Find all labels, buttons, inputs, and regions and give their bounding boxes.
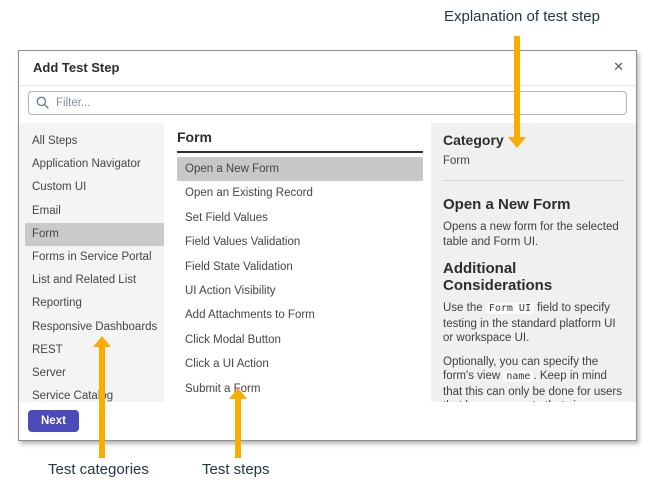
annotation-test-categories: Test categories: [48, 461, 149, 478]
dialog-body: All Steps Application Navigator Custom U…: [19, 123, 636, 402]
category-sidebar: All Steps Application Navigator Custom U…: [19, 123, 164, 402]
test-steps-arrow-head-icon: [229, 388, 247, 399]
sidebar-item-all-steps[interactable]: All Steps: [32, 135, 78, 147]
sidebar-item-rest[interactable]: REST: [32, 343, 63, 356]
sidebar-item-custom-ui[interactable]: Custom UI: [32, 181, 87, 194]
test-categories-arrow-stem: [99, 347, 105, 458]
explanation-arrow-head-icon: [508, 137, 526, 148]
step-item-set-field-values[interactable]: Set Field Values: [185, 211, 268, 224]
para2-pre: Optionally, you can specify the form's v…: [443, 355, 599, 383]
para1-pre: Use the: [443, 302, 486, 314]
considerations-para-1: Use the Form UI field to specify testing…: [443, 301, 624, 346]
explanation-arrow-stem: [514, 36, 520, 137]
name-code: name: [503, 371, 534, 382]
category-label: Category: [443, 132, 504, 148]
sidebar-item-responsive-dashboards[interactable]: Responsive Dashboards: [32, 320, 158, 333]
next-button[interactable]: Next: [28, 410, 79, 432]
step-item-add-attachments-to-form[interactable]: Add Attachments to Form: [185, 309, 315, 322]
steps-panel: Form Open a New Form Open an Existing Re…: [164, 123, 431, 402]
para2-post: . Keep in mind that this can only be don…: [443, 370, 622, 402]
close-icon[interactable]: ✕: [613, 59, 624, 74]
dialog-title: Add Test Step: [33, 60, 120, 75]
sidebar-item-server[interactable]: Server: [32, 366, 66, 379]
sidebar-item-service-catalog[interactable]: Service Catalog: [32, 390, 114, 402]
dialog-header: Add Test Step ✕: [19, 51, 636, 86]
steps-panel-heading: Form: [177, 129, 423, 153]
sidebar-item-email[interactable]: Email: [32, 204, 61, 217]
test-steps-arrow-stem: [235, 399, 241, 458]
step-title: Open a New Form: [443, 196, 571, 213]
step-item-ui-action-visibility[interactable]: UI Action Visibility: [185, 284, 276, 297]
filter-input[interactable]: [28, 91, 627, 115]
sidebar-item-forms-in-service-portal[interactable]: Forms in Service Portal: [32, 250, 152, 263]
category-list: All Steps Application Navigator Custom U…: [19, 123, 164, 402]
add-test-step-dialog: Add Test Step ✕ All Steps Application Na…: [18, 50, 637, 441]
sidebar-item-reporting[interactable]: Reporting: [32, 297, 82, 310]
test-categories-arrow-head-icon: [93, 336, 111, 347]
sidebar-item-form[interactable]: Form: [25, 222, 164, 246]
considerations-para-2: Optionally, you can specify the form's v…: [443, 355, 624, 403]
annotation-test-steps: Test steps: [202, 461, 270, 478]
para1-post: field to specify testing in the standard…: [443, 302, 616, 344]
category-value: Form: [443, 155, 470, 167]
step-item-open-an-existing-record[interactable]: Open an Existing Record: [185, 187, 313, 200]
step-item-submit-a-form[interactable]: Submit a Form: [185, 382, 261, 395]
sidebar-item-application-navigator[interactable]: Application Navigator: [32, 158, 141, 171]
step-description: Opens a new form for the selected table …: [443, 221, 619, 248]
step-item-field-state-validation[interactable]: Field State Validation: [185, 260, 293, 273]
form-ui-code: Form UI: [485, 303, 534, 314]
steps-list: Open a New Form Open an Existing Record …: [164, 157, 431, 401]
annotation-explanation: Explanation of test step: [444, 8, 600, 25]
details-panel: Category Form Open a New Form Opens a ne…: [431, 123, 636, 402]
sidebar-item-list-and-related-list[interactable]: List and Related List: [32, 274, 137, 287]
details-divider: [443, 180, 624, 181]
step-item-click-a-ui-action[interactable]: Click a UI Action: [185, 358, 269, 371]
step-item-field-values-validation[interactable]: Field Values Validation: [185, 236, 301, 249]
step-item-open-a-new-form[interactable]: Open a New Form: [177, 157, 423, 182]
considerations-heading: Additional Considerations: [443, 260, 553, 294]
filter-field-wrap: [28, 91, 627, 115]
step-item-click-modal-button[interactable]: Click Modal Button: [185, 333, 281, 346]
